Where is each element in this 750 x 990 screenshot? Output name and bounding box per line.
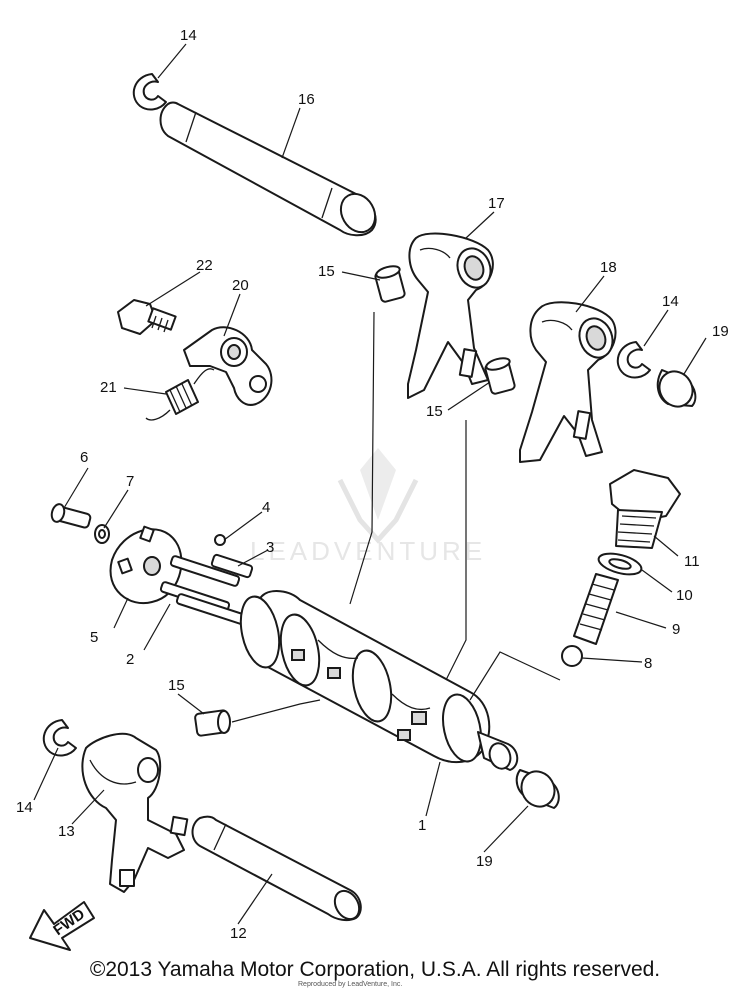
- pin-4: [214, 534, 226, 546]
- pins-2: [159, 555, 247, 625]
- callout-15: 15: [168, 677, 185, 694]
- callout-11: 11: [684, 553, 700, 570]
- shift-fork-13: [81, 732, 189, 893]
- callout-10: 10: [676, 587, 693, 604]
- bearing-19-top: [656, 369, 697, 408]
- clip-14-top: [132, 73, 167, 111]
- pin-3: [210, 553, 254, 579]
- callout-12: 12: [230, 925, 247, 942]
- callout-20: 20: [232, 277, 249, 294]
- clip-14-right: [616, 341, 651, 379]
- callout-1: 1: [418, 817, 426, 834]
- fork-shaft-16: [159, 101, 377, 237]
- callout-5: 5: [90, 629, 98, 646]
- spring-9: [573, 573, 619, 645]
- screw-6: [50, 503, 92, 529]
- callout-2: 2: [126, 651, 134, 668]
- callout-15: 15: [318, 263, 335, 280]
- stopper-lever-20: [183, 326, 273, 406]
- callout-7: 7: [126, 473, 134, 490]
- callout-numbers: 14 16 17 15 18 14 19 22 20 21 15 6 7 4 3…: [16, 27, 729, 942]
- shift-cam-1: [239, 590, 491, 764]
- bolt-22: [117, 299, 177, 335]
- callout-13: 13: [58, 823, 75, 840]
- guide-pin-15-top: [374, 265, 406, 303]
- callout-9: 9: [672, 621, 680, 638]
- clip-14-bottom: [42, 719, 77, 757]
- callout-16: 16: [298, 91, 315, 108]
- shift-fork-17: [407, 232, 494, 399]
- ball-8: [561, 645, 583, 667]
- copyright-notice: ©2013 Yamaha Motor Corporation, U.S.A. A…: [89, 958, 661, 981]
- gasket-10: [597, 552, 643, 576]
- callout-19: 19: [712, 323, 729, 340]
- watermark-text: LEADVENTURE: [250, 536, 486, 566]
- callout-18: 18: [600, 259, 617, 276]
- plug-bolt-11: [609, 469, 681, 549]
- cam-shaft-end: [477, 731, 519, 771]
- callout-14: 14: [662, 293, 679, 310]
- shift-fork-18: [519, 301, 617, 463]
- callout-8: 8: [644, 655, 652, 672]
- callout-14: 14: [16, 799, 33, 816]
- fine-print: Reproduced by LeadVenture, Inc.: [298, 981, 402, 988]
- callout-6: 6: [80, 449, 88, 466]
- callout-19: 19: [476, 853, 493, 870]
- return-spring-21: [145, 368, 215, 421]
- callout-17: 17: [488, 195, 505, 212]
- bearing-19-bottom: [515, 769, 560, 809]
- callout-22: 22: [196, 257, 213, 274]
- guide-pin-15-bottom: [194, 709, 231, 737]
- guide-pin-15-middle: [484, 357, 516, 395]
- callout-21: 21: [100, 379, 117, 396]
- watermark: LEADVENTURE: [250, 448, 486, 566]
- fwd-arrow: FWD: [29, 901, 95, 951]
- callout-15: 15: [426, 403, 443, 420]
- leader-lines: [33, 43, 707, 925]
- fork-shaft-12: [191, 815, 362, 922]
- callout-14: 14: [180, 27, 197, 44]
- callout-4: 4: [262, 499, 270, 516]
- callout-3: 3: [266, 539, 274, 556]
- washer-7: [94, 524, 110, 544]
